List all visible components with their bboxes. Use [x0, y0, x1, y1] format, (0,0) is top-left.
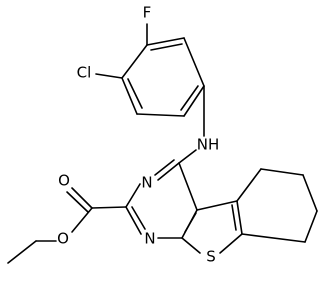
bond-carbonyl-o — [71, 187, 93, 209]
atom-fluorine: F — [143, 4, 152, 22]
bond-benz-3 — [183, 85, 205, 117]
bond-cl-c — [95, 73, 123, 79]
atom-pyrimidine-n-lower: N — [144, 230, 155, 248]
bond-pyr-c4a-c4 — [178, 162, 198, 211]
bond-benz-5-inner — [127, 78, 143, 109]
bond-cyc-5 — [241, 233, 306, 243]
bond-thio-c3a-c4a — [196, 200, 238, 211]
bond-thio-c8a-s — [181, 237, 201, 254]
bond-nh-c4 — [178, 149, 197, 164]
bond-benz-4 — [136, 113, 185, 117]
bond-pyr-c4-n3 — [157, 162, 180, 181]
atom-labels: F Cl NH N N S O O — [57, 4, 219, 266]
bond-benz-6 — [121, 44, 148, 79]
bond-cyc-3 — [302, 174, 318, 212]
bond-ch2-ch3 — [7, 240, 37, 264]
bond-benz-3-inner — [180, 85, 199, 111]
bond-carbonyl-oester — [71, 207, 93, 233]
atom-carbonyl-o: O — [58, 172, 70, 190]
atom-amine: NH — [197, 136, 220, 154]
bond-cyc-2 — [260, 168, 304, 176]
bond-pyr-c2-n1-inner — [131, 206, 146, 230]
bond-thio-c7a-c3a-inner — [231, 204, 237, 231]
atom-chlorine: Cl — [77, 64, 92, 82]
atom-pyrimidine-n-upper: N — [141, 174, 152, 192]
bond-thio-c7a-c3a — [236, 200, 243, 235]
atom-ester-o: O — [57, 230, 69, 248]
bond-benz-1-inner — [150, 43, 183, 51]
bond-c2-carbonyl — [91, 206, 127, 209]
bond-thio-s-c7a — [219, 233, 243, 254]
bond-pyr-n3-c2 — [125, 183, 141, 208]
bond-pyr-c2-n1 — [125, 206, 142, 235]
bond-cyc-1 — [236, 168, 262, 202]
atom-thiophene-s: S — [206, 248, 216, 266]
bond-pyr-c8a-c4a-inner — [184, 212, 197, 233]
bond-cyc-4 — [304, 210, 318, 243]
bonds — [7, 23, 318, 264]
bond-carbonyl-o-double — [66, 191, 89, 213]
bond-pyr-c4-n3-inner — [154, 159, 175, 176]
bond-benz-5 — [121, 77, 138, 115]
bond-benz-2 — [183, 37, 205, 87]
bond-benz-1 — [146, 37, 185, 46]
